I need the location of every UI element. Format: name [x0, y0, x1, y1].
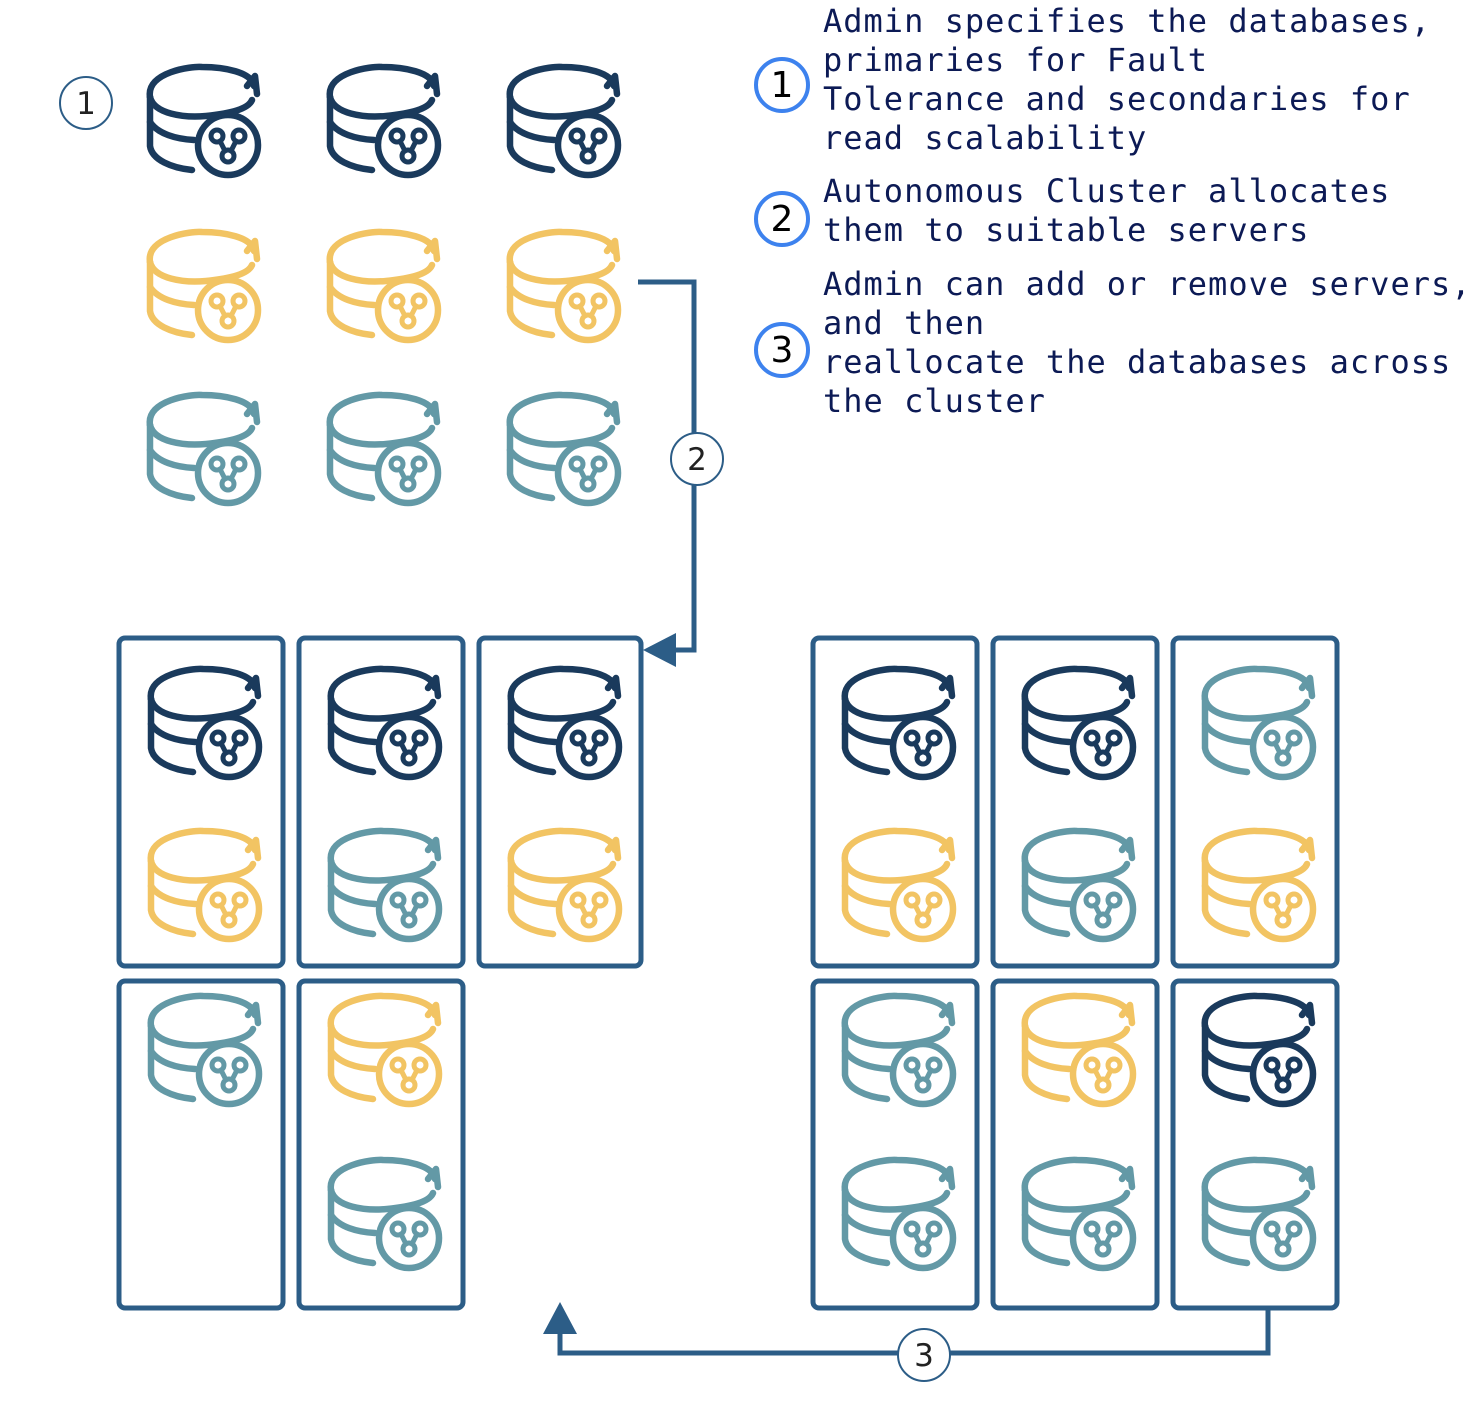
server-after-6 — [1170, 978, 1340, 1311]
step-3-marker: 3 — [897, 1328, 951, 1382]
database-replica-icon — [841, 665, 957, 781]
legend-text-2: Autonomous Cluster allocates them to sui… — [823, 172, 1391, 249]
database-replica-icon — [1021, 1156, 1137, 1272]
database-replica-icon — [841, 1156, 957, 1272]
database-replica-icon — [147, 827, 263, 943]
legend-text-3: Admin can add or remove servers, and the… — [823, 265, 1472, 420]
database-replica-icon — [841, 992, 957, 1108]
server-after-5 — [990, 978, 1160, 1311]
database-replica-icon — [507, 827, 623, 943]
database-replica-icon — [841, 827, 957, 943]
database-replica-icon — [1201, 827, 1317, 943]
database-replica-icon — [326, 228, 442, 344]
database-replica-icon — [146, 63, 262, 179]
database-replica-icon — [1201, 665, 1317, 781]
database-replica-icon — [147, 665, 263, 781]
database-replica-icon — [327, 665, 443, 781]
legend-badge-2: 2 — [754, 191, 810, 247]
database-replica-icon — [507, 665, 623, 781]
step-1-marker: 1 — [59, 76, 113, 130]
database-replica-icon — [506, 63, 622, 179]
database-replica-icon — [506, 391, 622, 507]
server-before-4 — [116, 978, 286, 1311]
database-replica-icon — [326, 63, 442, 179]
database-replica-icon — [1021, 992, 1137, 1108]
database-replica-icon — [146, 228, 262, 344]
allocate-arrowhead — [643, 633, 676, 667]
database-replica-icon — [1201, 1156, 1317, 1272]
database-replica-icon — [327, 827, 443, 943]
database-replica-icon — [146, 391, 262, 507]
database-replica-icon — [1021, 827, 1137, 943]
server-after-4 — [810, 978, 980, 1311]
server-before-5 — [296, 978, 466, 1311]
database-replica-icon — [327, 992, 443, 1108]
reallocate-arrowhead — [543, 1302, 577, 1334]
svg-text:3: 3 — [914, 1338, 934, 1374]
svg-text:1: 1 — [76, 86, 96, 122]
legend-badge-3: 3 — [754, 322, 810, 378]
database-replica-icon — [506, 228, 622, 344]
database-replica-icon — [147, 992, 263, 1108]
legend-text-1: Admin specifies the databases, primaries… — [823, 2, 1431, 157]
legend-badge-1: 1 — [754, 57, 810, 113]
database-replica-icon — [1201, 992, 1317, 1108]
database-replica-icon — [326, 391, 442, 507]
database-replica-icon — [1021, 665, 1137, 781]
step-2-marker: 2 — [670, 432, 724, 486]
svg-text:2: 2 — [687, 442, 707, 478]
database-replica-icon — [327, 1156, 443, 1272]
